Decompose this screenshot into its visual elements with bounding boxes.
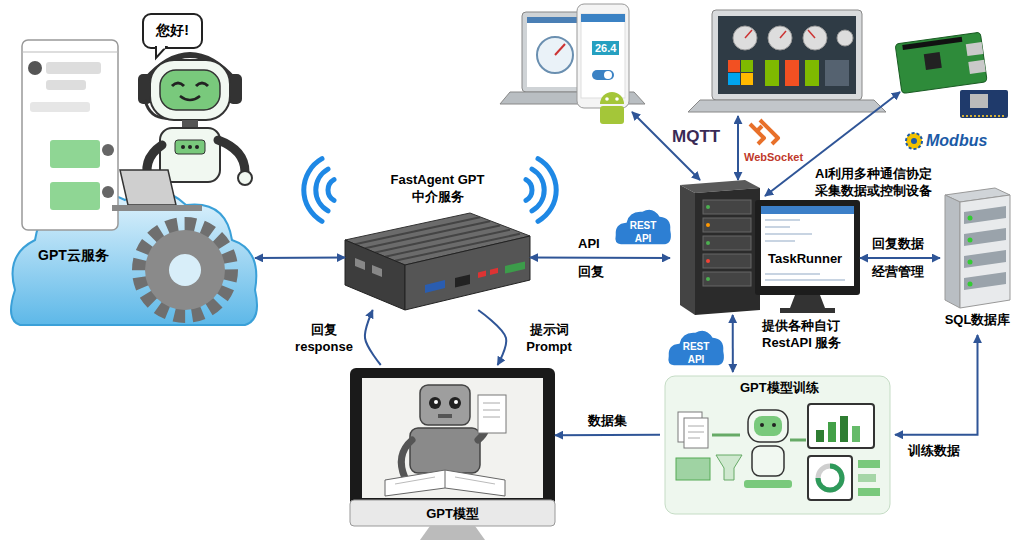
connector-arrow [732, 315, 734, 372]
node-label: GPT模型训练 [740, 380, 819, 397]
node-label: REST API [626, 219, 660, 245]
edge-note: 经营管理 [872, 264, 924, 281]
protocol-label: MQTT [672, 126, 720, 148]
connector-arrow [255, 257, 345, 259]
database-server-illustration [945, 188, 1010, 308]
edge-label: 回复数据 [872, 236, 924, 253]
connector-arrow [478, 310, 506, 365]
training-panel: GPT模型训练 [660, 372, 895, 518]
wifi-symbol [304, 159, 556, 222]
raspberry-pi-illustration [895, 32, 1008, 118]
edge-label: 数据集 [588, 413, 627, 430]
speech-bubble: 您好! [143, 14, 202, 48]
mini-pc-illustration [345, 213, 530, 310]
note-text: 提供各种自订 RestAPI 服务 [762, 318, 854, 352]
node-label: 您好! [156, 21, 189, 39]
connector-arrow [555, 434, 660, 436]
node-label: REST API [679, 340, 713, 366]
laptop-phone-illustration [500, 4, 645, 124]
modbus-logo [906, 133, 922, 149]
websocket-logo [750, 120, 778, 144]
connector-arrow [860, 257, 940, 259]
protocol-label: Modbus [926, 131, 987, 152]
node-label: SQL数据库 [945, 312, 1011, 329]
node-label: GPT云服务 [38, 246, 109, 264]
training-panel-illustration [665, 376, 890, 514]
node-label: GPT模型 [426, 506, 479, 523]
note-text: AI利用多种通信协定 采集数据或控制设备 [815, 166, 940, 200]
gauge-reading: 26.4 [592, 41, 619, 55]
cloud-service: GPT云服务 [10, 20, 255, 325]
node-label: FastAgent GPT中介服务 [386, 172, 490, 206]
task-server-illustration [680, 180, 860, 315]
scada-laptop-illustration [688, 10, 886, 112]
connector-arrow [895, 335, 978, 435]
connector-arrow [530, 257, 670, 259]
gpt-model-monitor: GPT模型 [350, 365, 555, 545]
edge-label: 回复 response [288, 322, 360, 356]
cloud-service-illustration [11, 14, 257, 325]
gpt-model-illustration [350, 368, 555, 540]
connector-arrow [365, 310, 381, 365]
rest-api-cloud: REST API [615, 206, 671, 246]
gateway-device: FastAgent GPT中介服务 [345, 172, 530, 310]
database-server: SQL数据库 [940, 185, 1015, 335]
node-label: TaskRunner [768, 251, 842, 268]
rest-api-cloud: REST API [668, 327, 724, 367]
protocol-label: WebSocket [744, 150, 803, 164]
edge-label: 提示词 Prompt [518, 322, 580, 356]
edge-label: API [578, 236, 600, 253]
edge-label: 训练数据 [908, 443, 960, 460]
edge-note: 回复 [578, 264, 604, 281]
